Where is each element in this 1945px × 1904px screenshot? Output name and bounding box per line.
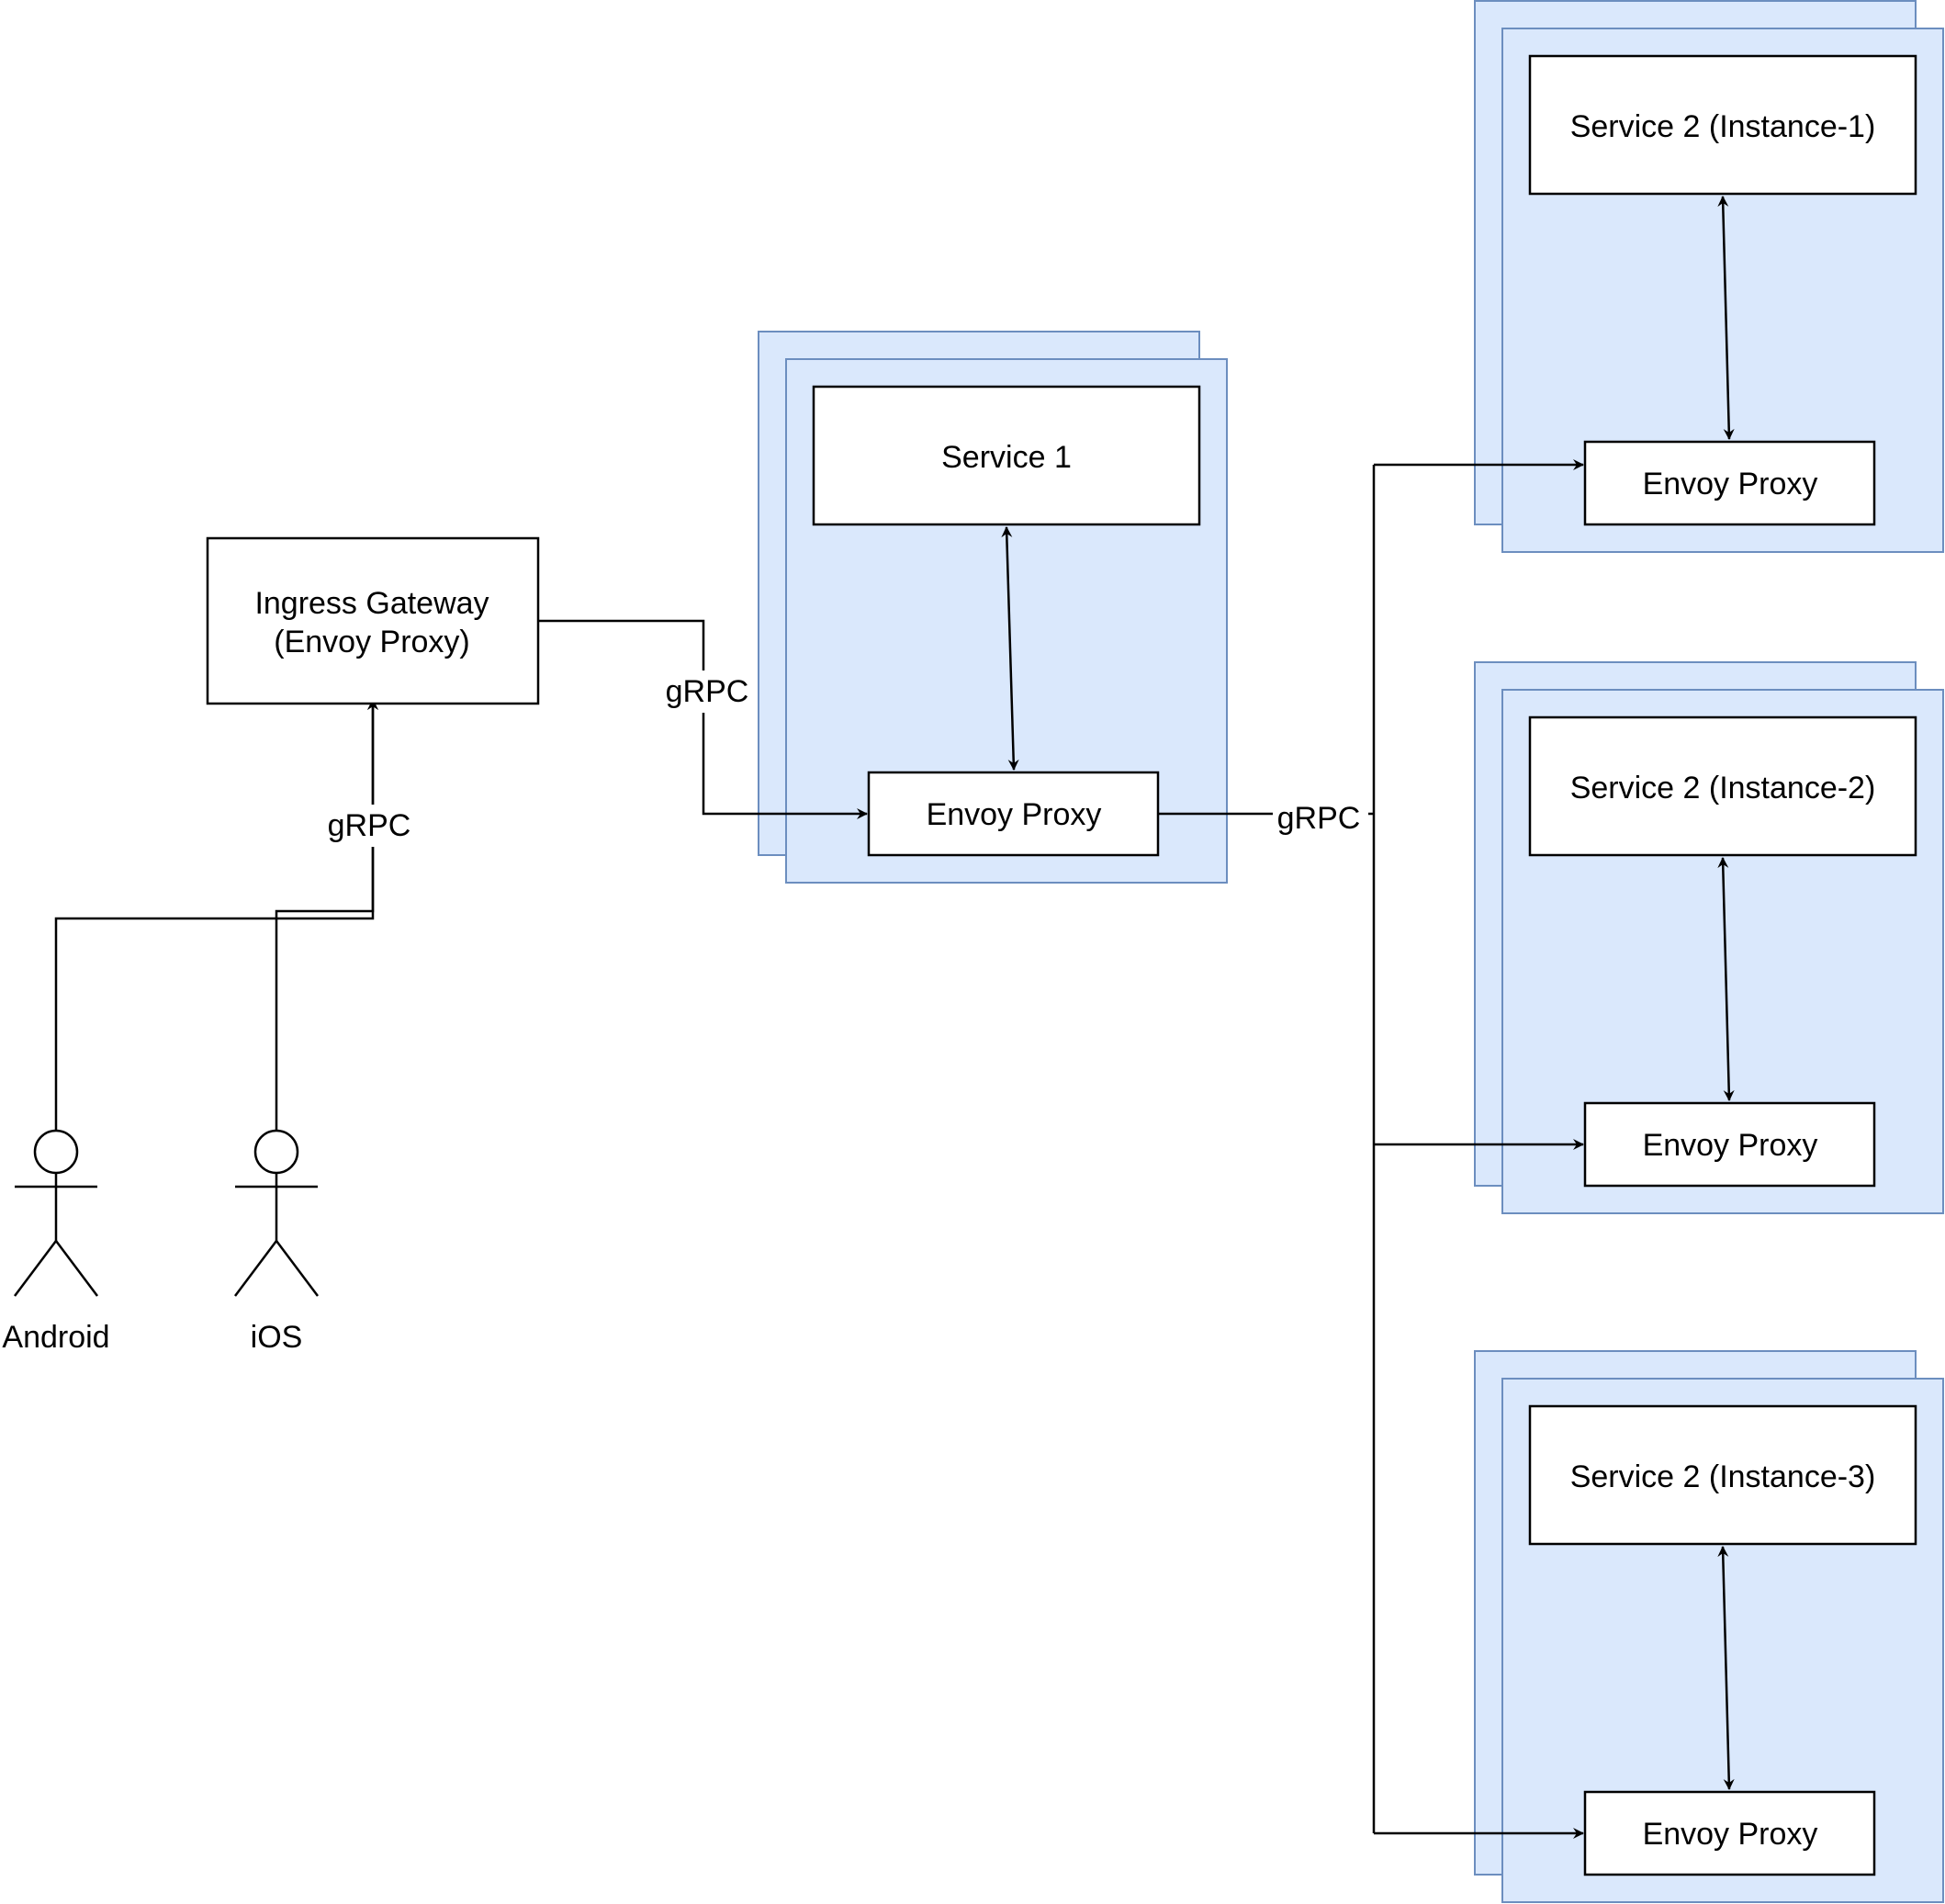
- ingress-gateway-node[interactable]: Ingress Gateway (Envoy Proxy): [206, 536, 540, 705]
- edge-label-gateway-to-service1: gRPC: [659, 670, 755, 713]
- service2-instance-3-label: Service 2 (Instance-3): [1570, 1459, 1876, 1494]
- service2-instance-3-node[interactable]: Service 2 (Instance-3): [1528, 1404, 1917, 1546]
- service2-instance-1-node[interactable]: Service 2 (Instance-1): [1528, 54, 1917, 196]
- svg-text:gRPC: gRPC: [666, 674, 749, 709]
- android-label: Android: [2, 1320, 109, 1355]
- service2-instance-3-proxy-label: Envoy Proxy: [1643, 1817, 1818, 1852]
- edge-android-to-gateway: [54, 699, 378, 1130]
- service1-label: Service 1: [941, 440, 1072, 475]
- svg-text:gRPC: gRPC: [1277, 801, 1361, 836]
- edge-gateway-to-service1-proxy: [538, 619, 868, 819]
- service2-instance-2-envoy-proxy-node[interactable]: Envoy Proxy: [1583, 1101, 1876, 1188]
- edge-service2-1-to-proxy: [1717, 196, 1735, 440]
- ios-label: iOS: [251, 1320, 303, 1355]
- svg-text:gRPC: gRPC: [328, 808, 411, 843]
- gateway-label-line1: Ingress Gateway: [254, 586, 489, 621]
- service2-instance-1-label: Service 2 (Instance-1): [1570, 109, 1876, 144]
- edge-service2-3-to-proxy: [1717, 1546, 1735, 1790]
- gateway-label-line2: (Envoy Proxy): [274, 625, 470, 659]
- edge-service1-to-proxy: [1001, 526, 1019, 771]
- android-actor-icon[interactable]: [14, 1129, 98, 1297]
- service1-proxy-label: Envoy Proxy: [927, 797, 1102, 832]
- edge-ios-to-gateway: [275, 699, 378, 1130]
- service1-node[interactable]: Service 1: [812, 385, 1201, 526]
- service2-instance-2-label: Service 2 (Instance-2): [1570, 771, 1876, 806]
- ios-actor-icon[interactable]: [234, 1129, 319, 1297]
- service2-instance-3-envoy-proxy-node[interactable]: Envoy Proxy: [1583, 1790, 1876, 1876]
- service2-instance-1-envoy-proxy-node[interactable]: Envoy Proxy: [1583, 440, 1876, 526]
- service2-instance-2-proxy-label: Envoy Proxy: [1643, 1128, 1818, 1163]
- edge-label-clients-to-gateway: gRPC: [321, 805, 417, 847]
- service1-envoy-proxy-node[interactable]: Envoy Proxy: [867, 771, 1160, 857]
- service2-instance-2-node[interactable]: Service 2 (Instance-2): [1528, 715, 1917, 857]
- edge-label-service1-to-service2: gRPC: [1273, 797, 1368, 839]
- service2-instance-1-proxy-label: Envoy Proxy: [1643, 467, 1818, 501]
- edge-service2-2-to-proxy: [1717, 857, 1735, 1101]
